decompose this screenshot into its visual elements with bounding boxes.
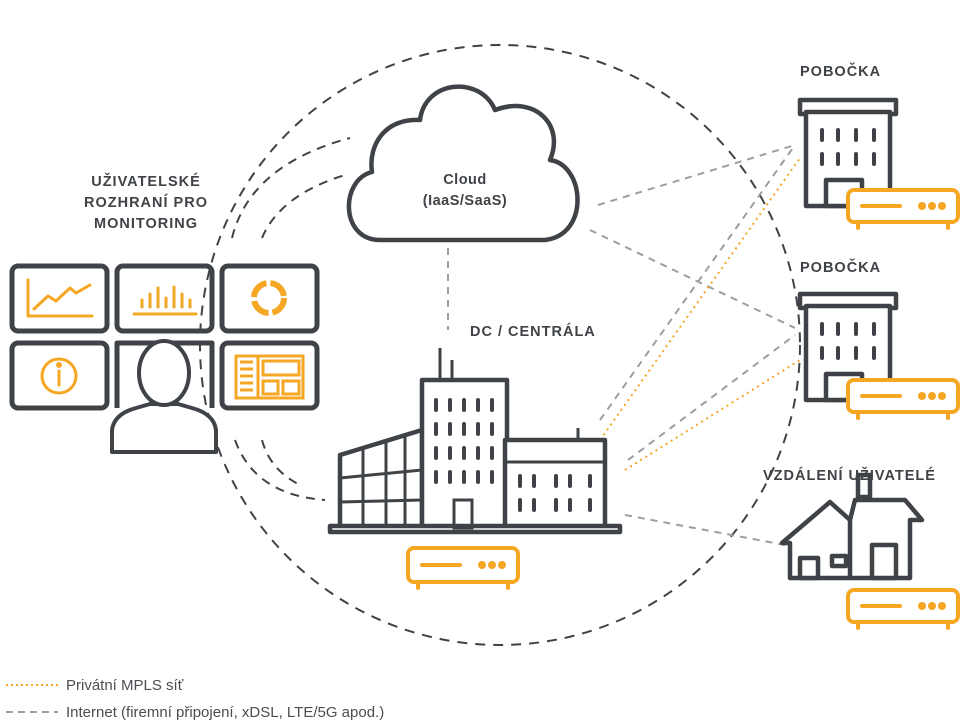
legend-label-internet: Internet (firemní připojení, xDSL, LTE/5… [66, 703, 385, 721]
house-icon [779, 472, 925, 581]
cloud-label: Cloud (IaaS/SaaS) [400, 170, 530, 212]
office-building-icon [327, 377, 623, 535]
legend-label-mpls: Privátní MPLS síť [66, 676, 184, 694]
branch-2-windows [820, 322, 876, 360]
cloud-label-line-1: Cloud [443, 172, 487, 188]
branch-1-windows [820, 128, 876, 166]
branch-1-label: POBOČKA [800, 64, 882, 80]
cloud-label-line-2: (IaaS/SaaS) [422, 193, 508, 209]
internet-arc-monitoring-dc-2 [261, 439, 301, 486]
branch-2-label: POBOČKA [800, 260, 882, 276]
dc-label: DC / CENTRÁLA [470, 324, 596, 340]
router-icon [846, 188, 960, 230]
router-icon [846, 378, 960, 420]
monitoring-label-line-2: ROZHRANÍ PRO [84, 195, 208, 211]
cloud-icon [346, 84, 580, 243]
user-icon [110, 339, 218, 454]
internet-arc-monitoring-cloud-1 [231, 137, 351, 239]
monitoring-label: UŽIVATELSKÉ ROZHRANÍ PRO MONITORING [58, 172, 234, 235]
router-icon [406, 546, 520, 590]
dashboard-icon [234, 354, 305, 400]
internet-arc-monitoring-dc [234, 439, 326, 501]
bar-chart-icon [132, 285, 198, 316]
donut-chart-icon [251, 280, 287, 316]
monitoring-label-line-3: MONITORING [94, 216, 198, 232]
dotted-line-swatch [6, 684, 58, 686]
dc-details [339, 348, 605, 530]
mpls-links [599, 157, 801, 471]
internet-links [447, 144, 796, 546]
legend-item-internet: Internet (firemní připojení, xDSL, LTE/5… [6, 702, 384, 722]
remote-users-label: VZDÁLENÍ UŽIVATELÉ [763, 468, 936, 484]
legend-item-mpls: Privátní MPLS síť [6, 675, 183, 695]
internet-arc-monitoring-cloud-2 [261, 174, 346, 239]
monitoring-label-line-1: UŽIVATELSKÉ [91, 174, 201, 190]
router-icon [846, 588, 960, 630]
info-icon [40, 357, 78, 395]
line-chart-icon [26, 278, 94, 318]
dc-windows [434, 398, 592, 512]
dashed-line-swatch [6, 711, 58, 713]
